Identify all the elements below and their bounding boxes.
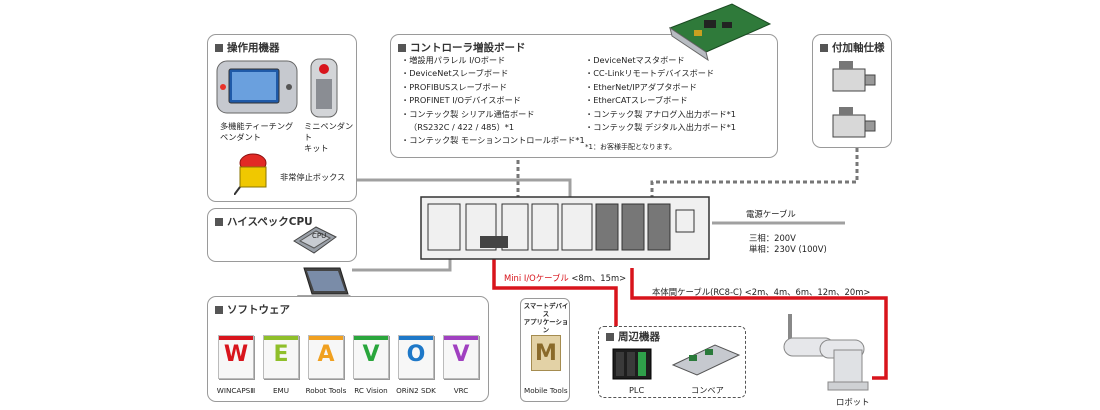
plc-icon <box>612 348 652 380</box>
servo-motor-icon-1 <box>832 61 876 92</box>
conveyor-label: コンベア <box>691 385 724 395</box>
software-package-letter: V <box>452 342 470 367</box>
cpu-panel: ハイスペックCPU CPU <box>207 208 357 262</box>
peripherals-title: 周辺機器 <box>618 331 660 343</box>
expansion-right-item: ・DeviceNetマスタボード <box>585 55 685 65</box>
emergency-stop-icon <box>234 153 267 195</box>
software-panel: ソフトウェア W WINCAPSⅢ E EMU A Robot Tools V RC Visi… <box>207 296 489 402</box>
software-package-label: ORiN2 SDK <box>396 386 436 395</box>
mini-io-cable <box>492 250 618 326</box>
options-link <box>650 148 859 200</box>
expansion-board-title: コントローラ増設ボード <box>410 42 526 54</box>
bullet-square-icon <box>215 217 223 226</box>
main-cable <box>630 268 888 380</box>
cpu-chip-icon <box>293 226 337 254</box>
software-package-stripe <box>354 336 388 340</box>
teach-pendant-label: 多機能ティーチング ペンダント <box>220 121 294 142</box>
software-package-stripe <box>264 336 298 340</box>
software-package-stripe <box>444 336 478 340</box>
expansion-left-item: ・コンテック製 シリアル通信ボード <box>401 108 535 119</box>
bullet-square-icon <box>398 43 406 52</box>
software-package-letter: E <box>273 342 289 367</box>
main-cable-label: 本体間ケーブル(RC8-C) <2m、4m、6m、12m、20m> <box>652 287 871 297</box>
software-package-icon: V <box>443 335 479 379</box>
power-spec-1: 三相：200V <box>749 233 796 243</box>
software-package-icon: E <box>263 335 299 379</box>
smart-device-panel: スマートデバイス アプリケーション M Mobile Tools <box>520 298 570 402</box>
bullet-square-icon <box>215 305 223 314</box>
peripherals-header: 周辺機器 <box>606 329 660 344</box>
expansion-note: *1：お客様手配となります。 <box>585 143 677 151</box>
software-package-icon: O <box>398 335 434 379</box>
cpu-title: ハイスペックCPU <box>227 216 313 228</box>
additional-axis-panel: 付加軸仕様 <box>812 34 892 148</box>
cpu-chip-label: CPU <box>312 232 327 240</box>
software-package-stripe <box>399 336 433 340</box>
plc-label: PLC <box>629 385 645 395</box>
expansion-left-item: ・DeviceNetスレーブボード <box>401 68 509 79</box>
additional-axis-title: 付加軸仕様 <box>832 42 885 54</box>
expansion-left-item: ・増設用パラレル I/Oボード <box>401 55 506 65</box>
software-package-icon: V <box>353 335 389 379</box>
peripherals-panel: 周辺機器 PLC コンベア <box>598 326 746 398</box>
controller-icon <box>420 196 710 260</box>
expansion-left-item: ・PROFINET I/Oデバイスボード <box>401 95 521 106</box>
software-header: ソフトウェア <box>215 302 290 317</box>
bullet-square-icon <box>215 43 223 52</box>
power-cable-label: 電源ケーブル <box>746 209 796 219</box>
expansion-right-item: ・EtherCATスレーブボード <box>585 95 688 106</box>
expansion-right-item: ・コンテック製 デジタル入出力ボード*1 <box>585 122 736 132</box>
software-package-letter: A <box>317 342 335 367</box>
conveyor-icon <box>671 344 741 376</box>
expansion-board-header: コントローラ増設ボード <box>398 40 526 55</box>
expansion-right-item: ・EtherNet/IPアダプタボード <box>585 81 697 92</box>
software-package-stripe <box>309 336 343 340</box>
scara-robot-icon <box>783 314 869 391</box>
teach-pendant-icon <box>216 60 298 114</box>
mini-io-cable-label: Mini I/Oケーブル <8m、15m> <box>504 272 626 284</box>
expansion-left-item: ・PROFIBUSスレーブボード <box>401 81 508 92</box>
software-package-icon: A <box>308 335 344 379</box>
software-package-label: WINCAPSⅢ <box>216 386 256 395</box>
expansion-left-item: ・コンテック製 モーションコントロールボード*1 <box>401 135 585 146</box>
software-package-label: RC Vision <box>354 386 388 395</box>
software-package-letter: O <box>406 342 426 367</box>
operation-devices-title: 操作用機器 <box>227 42 280 54</box>
mini-io-cable-name: Mini I/Oケーブル <box>504 273 569 283</box>
estop-label: 非常停止ボックス <box>280 172 346 182</box>
mini-pendant-label: ミニペンダント キット <box>304 121 354 153</box>
expansion-board-panel: コントローラ増設ボード ・増設用パラレル I/Oボード・DeviceNetスレー… <box>390 34 778 158</box>
additional-axis-header: 付加軸仕様 <box>820 40 885 55</box>
robot-label: ロボット <box>836 397 870 407</box>
software-package-label: Robot Tools <box>305 386 347 395</box>
power-spec-2: 単相：230V (100V) <box>749 244 827 254</box>
software-package-icon: W <box>218 335 254 379</box>
cpu-header: ハイスペックCPU <box>215 214 313 229</box>
software-package-letter: W <box>223 342 249 367</box>
software-package-label: EMU <box>272 386 289 395</box>
software-package-label: VRC <box>453 386 469 395</box>
bullet-square-icon <box>820 43 828 52</box>
bullet-square-icon <box>606 332 614 341</box>
software-package-letter: V <box>362 342 380 367</box>
operation-devices-header: 操作用機器 <box>215 40 280 55</box>
mobile-tools-icon: M <box>531 335 561 371</box>
mini-io-cable-length: <8m、15m> <box>571 273 627 283</box>
pc-cable <box>352 258 452 272</box>
smart-device-title: スマートデバイス アプリケーション <box>523 302 569 334</box>
expansion-left-item: （RS232C / 422 / 485）*1 <box>409 122 515 132</box>
software-title: ソフトウェア <box>227 304 290 316</box>
expansion-right-item: ・コンテック製 アナログ入出力ボード*1 <box>585 108 736 119</box>
mobile-tools-label: Mobile Tools <box>524 386 568 395</box>
software-package-stripe <box>219 336 253 340</box>
servo-motor-icon-2 <box>832 107 876 138</box>
expansion-board-icon <box>668 3 772 62</box>
mini-pendant-icon <box>310 58 338 118</box>
operation-devices-panel: 操作用機器 多機能ティーチング ペンダント ミニペンダント キット 非常停止ボッ… <box>207 34 357 202</box>
expansion-right-item: ・CC-Linkリモートデバイスボード <box>585 68 715 79</box>
